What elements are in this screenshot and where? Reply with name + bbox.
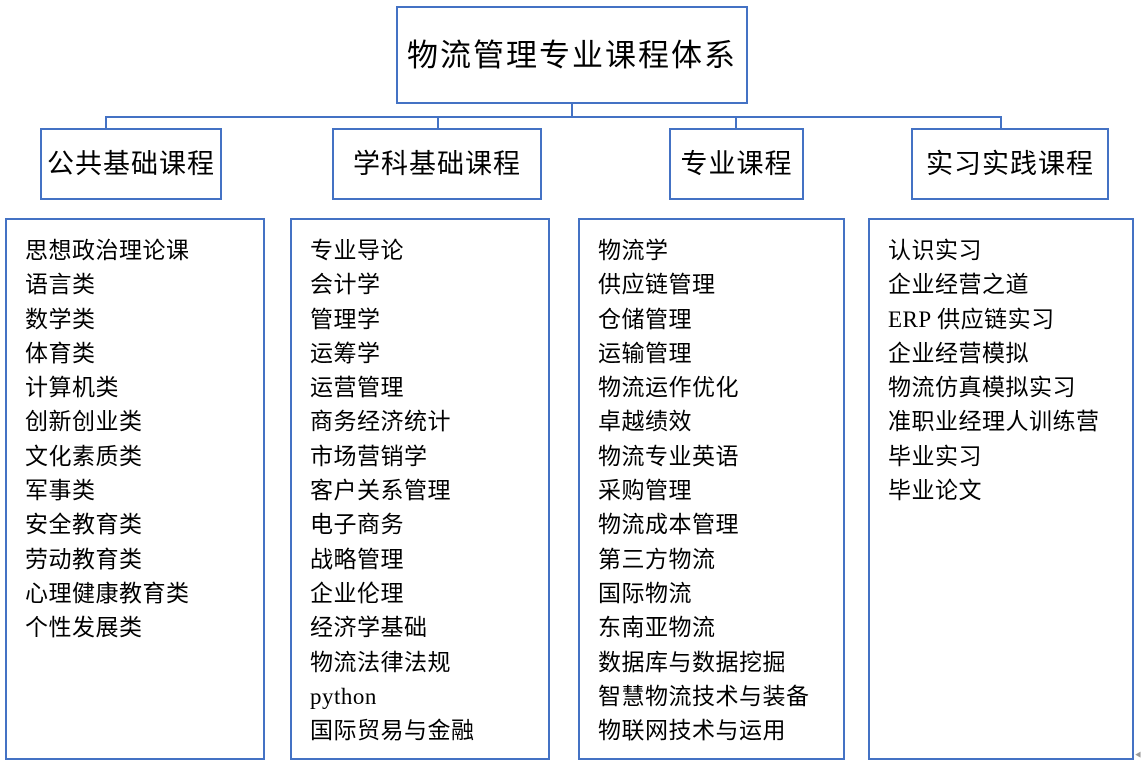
course-item: 毕业实习	[888, 443, 982, 469]
course-item: 国际贸易与金融	[310, 718, 475, 744]
course-item: 卓越绩效	[598, 409, 692, 435]
course-item: 会计学	[310, 272, 381, 298]
course-item: 客户关系管理	[310, 478, 451, 504]
course-item: 计算机类	[25, 375, 119, 401]
course-item: 物流成本管理	[598, 512, 739, 538]
course-item: 体育类	[25, 340, 96, 366]
course-item: 专业导论	[310, 238, 404, 263]
course-item: 战略管理	[310, 546, 404, 572]
category-header-4-label: 实习实践课程	[926, 148, 1094, 179]
course-list-box-3[interactable]: 物流学供应链管理仓储管理运输管理物流运作优化卓越绩效物流专业英语采购管理物流成本…	[578, 218, 845, 760]
course-item: 物流专业英语	[598, 443, 739, 469]
course-item: 电子商务	[310, 512, 404, 538]
course-item: 准职业经理人训练营	[888, 409, 1100, 435]
course-item: 物流运作优化	[598, 375, 739, 401]
course-item: 企业经营之道	[888, 272, 1029, 298]
course-item: 创新创业类	[25, 409, 143, 435]
course-item: 心理健康教育类	[25, 580, 190, 606]
category-header-2[interactable]: 学科基础课程	[332, 128, 542, 200]
course-list-2: 专业导论会计学管理学运筹学运营管理商务经济统计市场营销学客户关系管理电子商务战略…	[292, 234, 548, 748]
course-item: 语言类	[25, 272, 96, 298]
category-header-3[interactable]: 专业课程	[669, 128, 804, 200]
course-item: 文化素质类	[25, 443, 143, 469]
course-item: 思想政治理论课	[25, 238, 190, 263]
course-item: 管理学	[310, 306, 381, 332]
category-header-1[interactable]: 公共基础课程	[40, 128, 222, 200]
course-item: 运营管理	[310, 375, 404, 401]
course-item: 第三方物流	[598, 546, 716, 572]
course-item: 商务经济统计	[310, 409, 451, 435]
course-item: 个性发展类	[25, 615, 143, 641]
course-list-box-1[interactable]: 思想政治理论课语言类数学类体育类计算机类创新创业类文化素质类军事类安全教育类劳动…	[5, 218, 265, 760]
course-list-1: 思想政治理论课语言类数学类体育类计算机类创新创业类文化素质类军事类安全教育类劳动…	[7, 234, 263, 646]
connector-drop-category-3	[735, 116, 737, 129]
course-list-box-4[interactable]: 认识实习企业经营之道 ERP 供应链实习企业经营模拟物流仿真模拟实习准职业经理人训…	[868, 218, 1134, 760]
course-item: 东南亚物流	[598, 615, 716, 641]
connector-drop-category-4	[1000, 116, 1002, 129]
course-item: 军事类	[25, 478, 96, 504]
root-node-label: 物流管理专业课程体系	[407, 37, 737, 73]
course-item: 数据库与数据挖掘	[598, 649, 786, 675]
category-header-4[interactable]: 实习实践课程	[911, 128, 1109, 200]
course-item: 劳动教育类	[25, 546, 143, 572]
course-list-box-2[interactable]: 专业导论会计学管理学运筹学运营管理商务经济统计市场营销学客户关系管理电子商务战略…	[290, 218, 550, 760]
category-header-3-label: 专业课程	[680, 148, 793, 179]
connector-drop-category-1	[105, 116, 107, 129]
root-node-title-box[interactable]: 物流管理专业课程体系	[396, 6, 748, 104]
category-header-1-label: 公共基础课程	[47, 148, 215, 179]
course-item: 经济学基础	[310, 615, 428, 641]
course-item: ERP 供应链实习	[888, 306, 1055, 332]
course-item: 供应链管理	[598, 272, 716, 298]
category-header-2-label: 学科基础课程	[353, 148, 521, 179]
connector-drop-category-2	[437, 116, 439, 129]
course-item: 物流学	[598, 238, 669, 263]
connector-root-stem	[571, 104, 573, 117]
course-list-4: 认识实习企业经营之道 ERP 供应链实习企业经营模拟物流仿真模拟实习准职业经理人训…	[870, 234, 1132, 508]
course-item: 认识实习	[888, 238, 982, 263]
course-item: 采购管理	[598, 478, 692, 504]
course-item: 企业经营模拟	[888, 340, 1029, 366]
course-item: 物流法律法规	[310, 649, 451, 675]
course-item: 企业伦理	[310, 580, 404, 606]
course-item: 运输管理	[598, 340, 692, 366]
course-item: 运筹学	[310, 340, 381, 366]
course-item: 市场营销学	[310, 443, 428, 469]
course-item: 国际物流	[598, 580, 692, 606]
course-item: 物联网技术与运用	[598, 718, 786, 744]
course-item: 安全教育类	[25, 512, 143, 538]
course-list-3: 物流学供应链管理仓储管理运输管理物流运作优化卓越绩效物流专业英语采购管理物流成本…	[580, 234, 843, 748]
page-anchor-artifact-icon: ⯇	[1134, 749, 1143, 762]
course-item: 智慧物流技术与装备	[598, 683, 810, 709]
course-item: 物流仿真模拟实习	[888, 375, 1076, 401]
connector-horizontal-bus	[105, 116, 1001, 118]
course-item: 数学类	[25, 306, 96, 332]
course-item: python	[310, 683, 377, 709]
course-item: 仓储管理	[598, 306, 692, 332]
course-item: 毕业论文	[888, 478, 982, 504]
